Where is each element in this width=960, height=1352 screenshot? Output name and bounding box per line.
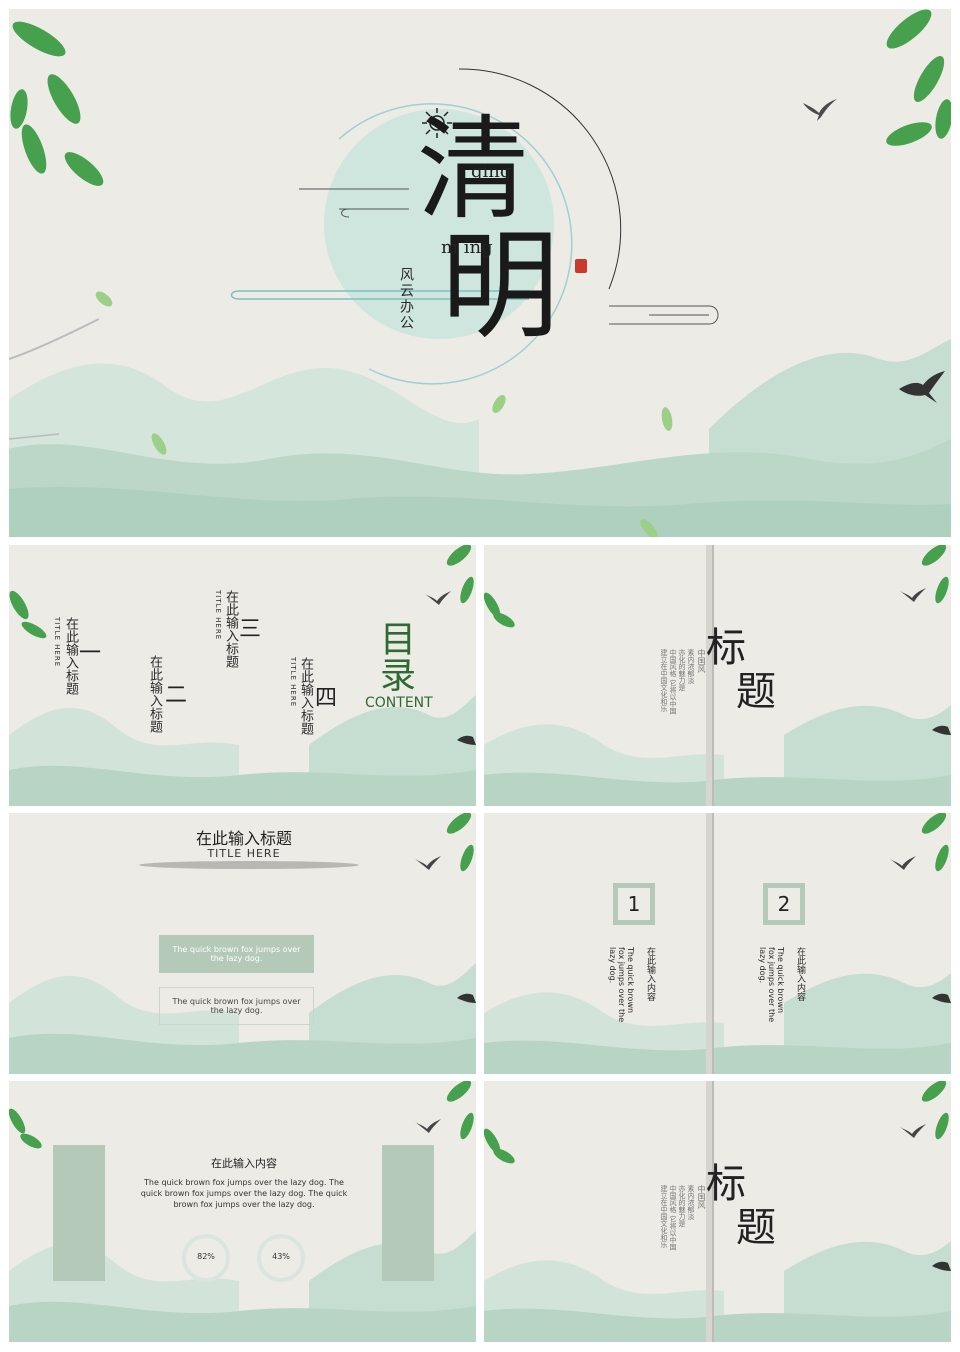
stats-heading: 在此输入内容 xyxy=(211,1157,277,1170)
seal-icon xyxy=(575,259,587,273)
char-ming: 明 xyxy=(441,217,560,355)
swallow-icon xyxy=(897,369,947,409)
section-desc-col1: 中国风 xyxy=(697,1185,706,1209)
char-qing: 清 xyxy=(417,105,529,235)
number-box-1-label: 1 xyxy=(627,892,641,916)
text-box-outlined-text: The quick brown fox jumps over the lazy … xyxy=(172,997,301,1015)
mountain-background xyxy=(9,545,476,806)
section-title-b: 题 xyxy=(736,669,776,715)
percent-circle-2: 43% xyxy=(272,1252,290,1261)
toc-title: 目录 xyxy=(374,620,415,692)
column2-en: The quick brown fox jumps over the lazy … xyxy=(758,947,785,1023)
number-box-1: 1 xyxy=(613,883,655,925)
mountain-background xyxy=(484,545,951,806)
slide3-heading-en: TITLE HERE xyxy=(207,847,281,860)
section-desc-col4: 中国风格 它将以中国 xyxy=(669,649,677,715)
toc-item3-num: 三 xyxy=(239,617,262,642)
stats-body: The quick brown fox jumps over the lazy … xyxy=(140,1178,348,1209)
toc-item4-num: 四 xyxy=(315,686,338,711)
column1-cn: 在此输入内容 xyxy=(645,947,655,1001)
section-desc-col2: 素内浓郁淡 xyxy=(687,649,695,684)
ming-pinyin: m ing xyxy=(441,237,493,258)
section-title-a: 标 xyxy=(706,625,746,671)
percent-circle-1: 82% xyxy=(197,1252,215,1261)
toc-subtitle: CONTENT xyxy=(365,695,433,711)
section-desc-col4: 中国风格 它将以中国 xyxy=(669,1185,677,1251)
text-box-filled[interactable]: The quick brown fox jumps over the lazy … xyxy=(159,935,314,973)
text-box-filled-text: The quick brown fox jumps over the lazy … xyxy=(172,945,301,963)
qing-pinyin: qing xyxy=(471,161,512,182)
toc-item1-label[interactable]: 在此输入标题 xyxy=(63,617,78,695)
toc-item2-label[interactable]: 在此输入标题 xyxy=(147,655,162,733)
mountain-background xyxy=(484,813,951,1074)
number-box-2: 2 xyxy=(763,883,805,925)
mountain-background xyxy=(484,1081,951,1342)
side-panel-left xyxy=(53,1145,105,1281)
section1-slide[interactable]: 标 题 中国风 素内浓郁淡 亦化的魅力是 中国风格 它将以中国 建立在中国文化和… xyxy=(484,545,951,806)
swallow-icon xyxy=(801,95,839,129)
section-title-b: 题 xyxy=(736,1205,776,1251)
toc-item1-num: 一 xyxy=(79,641,102,666)
toc-slide[interactable]: 在此输入标题 TITLE HERE 一 在此输入标题 二 在此输入标题 TITL… xyxy=(9,545,476,806)
mountain-background xyxy=(9,813,476,1074)
side-panel-right xyxy=(382,1145,434,1281)
toc-item4-label[interactable]: 在此输入标题 xyxy=(298,657,313,735)
toc-item3-en: TITLE HERE xyxy=(214,590,222,641)
numbered-columns-slide[interactable]: 1 2 在此输入内容 The quick brown fox jumps ove… xyxy=(484,813,951,1074)
section-desc-col5: 建立在中国文化和乐 xyxy=(660,649,668,712)
toc-item1-en: TITLE HERE xyxy=(53,617,61,668)
stats-slide[interactable]: 在此输入内容 The quick brown fox jumps over th… xyxy=(9,1081,476,1342)
section-desc-col1: 中国风 xyxy=(697,649,706,673)
section-desc-col3: 亦化的魅力是 xyxy=(678,649,686,691)
text-box-outlined[interactable]: The quick brown fox jumps over the lazy … xyxy=(159,987,314,1025)
section-desc-col5: 建立在中国文化和乐 xyxy=(660,1185,668,1248)
number-box-2-label: 2 xyxy=(777,892,791,916)
section-desc-col3: 亦化的魅力是 xyxy=(678,1185,686,1227)
toc-item2-num: 二 xyxy=(165,683,188,708)
mountain-background xyxy=(9,9,951,537)
toc-item4-en: TITLE HERE xyxy=(289,657,297,708)
column2-cn: 在此输入内容 xyxy=(795,947,805,1001)
column1-en: The quick brown fox jumps over the lazy … xyxy=(608,947,635,1023)
brand-vertical: 风云办公 xyxy=(398,267,414,331)
sun-icon xyxy=(421,107,453,143)
section2-slide[interactable]: 标 题 中国风 素内浓郁淡 亦化的魅力是 中国风格 它将以中国 建立在中国文化和… xyxy=(484,1081,951,1342)
section-desc-col2: 素内浓郁淡 xyxy=(687,1185,695,1220)
title-boxes-slide[interactable]: 在此输入标题 TITLE HERE The quick brown fox ju… xyxy=(9,813,476,1074)
toc-item3-label[interactable]: 在此输入标题 xyxy=(223,590,238,668)
cover-slide[interactable]: 清 qing 明 m ing 风云办公 xyxy=(9,9,951,537)
section-title-a: 标 xyxy=(706,1161,746,1207)
slide3-heading: 在此输入标题 xyxy=(195,829,292,848)
